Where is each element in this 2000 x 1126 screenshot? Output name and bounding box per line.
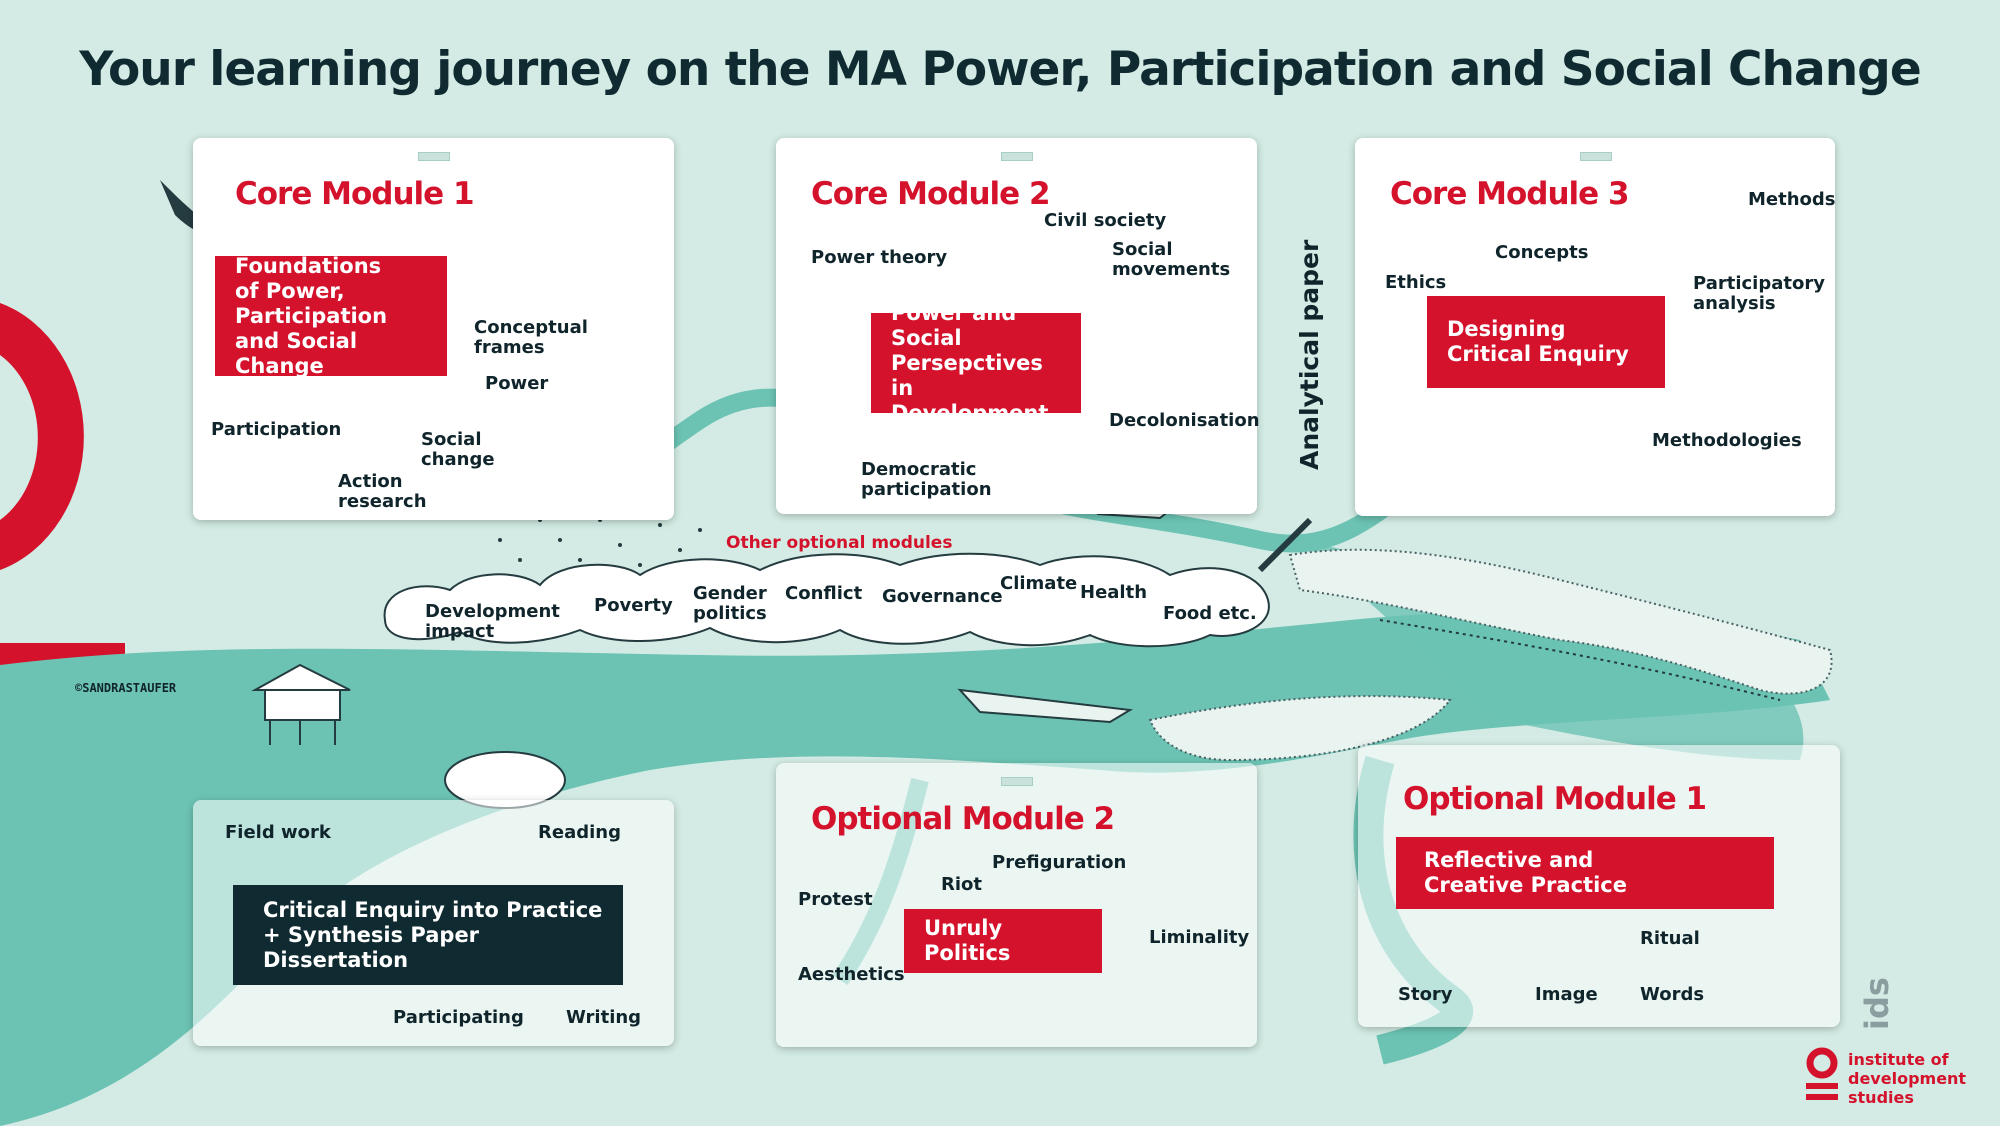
label-protest: Protest [798, 889, 873, 910]
optional-item: Governance [882, 586, 1003, 607]
optional-item: Conflict [785, 583, 863, 604]
optional-item: Climate [1000, 573, 1078, 594]
core-module-3-name: Designing Critical Enquiry [1427, 296, 1665, 388]
optional-module-1-name: Reflective and Creative Practice [1396, 837, 1774, 909]
label-methods: Methods [1748, 189, 1836, 210]
label-action-research: Action research [338, 471, 427, 512]
label-decolonisation: Decolonisation [1109, 410, 1260, 431]
label-civil-society: Civil society [1044, 210, 1167, 231]
label-reading: Reading [538, 822, 621, 843]
optional-item: Development impact [425, 601, 560, 642]
label-aesthetics: Aesthetics [798, 964, 905, 985]
label-concepts: Concepts [1495, 242, 1589, 263]
optional-module-2-card: Optional Module 2 Prefiguration Riot Pro… [776, 763, 1257, 1047]
card-tab [1580, 152, 1612, 161]
logo-circle-shape [0, 303, 84, 570]
optional-module-2-name: Unruly Politics [904, 909, 1102, 973]
illustrator-credit: ©SANDRASTAUFER [75, 681, 177, 695]
label-democratic-participation: Democratic participation [861, 459, 992, 500]
label-participatory-analysis: Participatory analysis [1693, 273, 1825, 314]
card-tab [418, 152, 450, 161]
dissertation-card: Field work Reading Critical Enquiry into… [193, 800, 674, 1046]
label-words: Words [1640, 984, 1705, 1005]
optional-item: Health [1080, 582, 1148, 603]
core-module-3-card: Core Module 3 Methods Concepts Ethics Pa… [1355, 138, 1836, 516]
core-module-2-name: Power and Social Persepctives in Develop… [871, 301, 1081, 425]
label-riot: Riot [941, 874, 983, 895]
core-module-3-title: Core Module 3 [1390, 176, 1630, 212]
card-tab [1001, 777, 1033, 786]
optional-item: Gender politics [693, 583, 767, 624]
label-ritual: Ritual [1640, 928, 1700, 949]
core-module-2-title: Core Module 2 [811, 176, 1051, 212]
ids-logo-icon [1806, 1047, 1838, 1100]
core-module-1-title: Core Module 1 [235, 176, 475, 212]
analytical-paper-label: Analytical paper [1295, 239, 1324, 470]
label-methodologies: Methodologies [1652, 430, 1802, 451]
card-tab [1001, 152, 1033, 161]
dissertation-name: Critical Enquiry into Practice + Synthes… [233, 885, 623, 985]
core-module-1-name: Foundations of Power, Participation and … [215, 254, 447, 378]
optional-item: Poverty [594, 595, 673, 616]
ids-logo-text: institute of development studies [1848, 1050, 1967, 1107]
label-field-work: Field work [225, 822, 331, 843]
label-participating: Participating [393, 1007, 524, 1028]
other-optional-modules-heading: Other optional modules [726, 533, 953, 553]
core-module-2-card: Core Module 2 Civil society Power theory… [776, 138, 1260, 514]
label-writing: Writing [566, 1007, 642, 1028]
label-image: Image [1535, 984, 1598, 1005]
label-power: Power [485, 373, 549, 394]
page-title: Your learning journey on the MA Power, P… [79, 42, 1921, 97]
optional-module-2-title: Optional Module 2 [811, 801, 1115, 837]
label-liminality: Liminality [1149, 927, 1250, 948]
label-social-change: Social change [421, 429, 495, 470]
label-participation: Participation [211, 419, 342, 440]
optional-module-1-title: Optional Module 1 [1403, 781, 1707, 817]
ids-vertical-mark: ids [1858, 977, 1896, 1030]
label-conceptual-frames: Conceptual frames [474, 317, 588, 358]
core-module-1-card: Core Module 1 Foundations of Power, Part… [193, 138, 674, 520]
label-power-theory: Power theory [811, 247, 948, 268]
label-story: Story [1398, 984, 1453, 1005]
label-ethics: Ethics [1385, 272, 1447, 293]
label-social-movements: Social movements [1112, 239, 1231, 280]
optional-item: Food etc. [1163, 603, 1257, 624]
label-prefiguration: Prefiguration [992, 852, 1127, 873]
optional-module-1-card: Optional Module 1 Reflective and Creativ… [1358, 745, 1840, 1027]
